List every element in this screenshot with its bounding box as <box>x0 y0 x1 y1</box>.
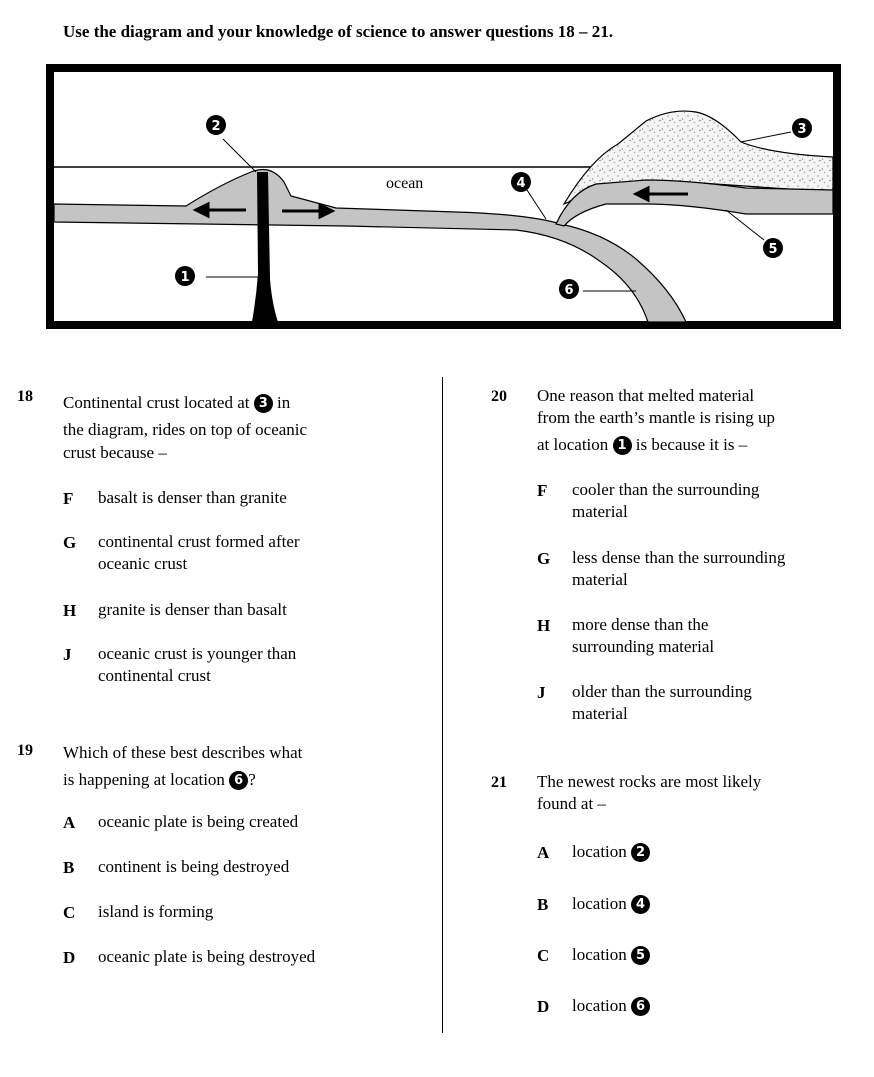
marker-2: 2 <box>206 115 226 135</box>
question-number: 19 <box>17 742 33 759</box>
marker-4: 4 <box>511 172 531 192</box>
marker-3-icon: 3 <box>253 394 273 413</box>
plate-tectonics-diagram: ocean 1 2 3 4 5 6 <box>46 64 841 329</box>
marker-1: 1 <box>175 266 195 286</box>
question-19: 19 Which of these best describes what is… <box>17 739 417 979</box>
marker-6-icon: 6 <box>229 771 249 790</box>
question-18: 18 Continental crust located at 3 in the… <box>17 385 417 695</box>
svg-text:4: 4 <box>516 176 525 191</box>
marker-5-icon: 5 <box>631 946 651 965</box>
oceanic-plate-left <box>53 169 687 323</box>
magma-conduit <box>252 172 278 322</box>
question-20: 20 One reason that melted material from … <box>491 385 861 735</box>
question-stem: The newest rocks are most likely found a… <box>537 772 762 813</box>
instructions: Use the diagram and your knowledge of sc… <box>63 22 613 41</box>
question-number: 20 <box>491 388 507 405</box>
plate-motion-arrows <box>192 185 688 220</box>
svg-text:5: 5 <box>768 242 777 257</box>
marker-4-icon: 4 <box>631 895 651 914</box>
question-stem: Continental crust located at 3 in the di… <box>63 393 308 462</box>
marker-1-icon: 1 <box>612 436 632 455</box>
leader-lines <box>206 131 792 292</box>
svg-text:2: 2 <box>211 119 220 134</box>
marker-6: 6 <box>559 279 579 299</box>
oceanic-plate-right <box>555 179 834 227</box>
marker-3: 3 <box>792 118 812 138</box>
marker-2-icon: 2 <box>631 843 651 862</box>
question-stem: Which of these best describes what is ha… <box>63 743 303 790</box>
question-number: 21 <box>491 774 507 791</box>
ocean-label: ocean <box>386 175 423 192</box>
svg-text:6: 6 <box>564 283 573 298</box>
column-divider <box>442 377 443 1033</box>
question-21: 21 The newest rocks are most likely foun… <box>491 771 861 1031</box>
diagram-markers: 1 2 3 4 5 6 <box>175 115 812 299</box>
marker-5: 5 <box>763 238 783 258</box>
question-number: 18 <box>17 388 33 405</box>
svg-text:1: 1 <box>180 270 189 285</box>
svg-text:3: 3 <box>797 122 806 137</box>
marker-6-icon: 6 <box>631 997 651 1016</box>
question-stem: One reason that melted material from the… <box>537 386 775 455</box>
